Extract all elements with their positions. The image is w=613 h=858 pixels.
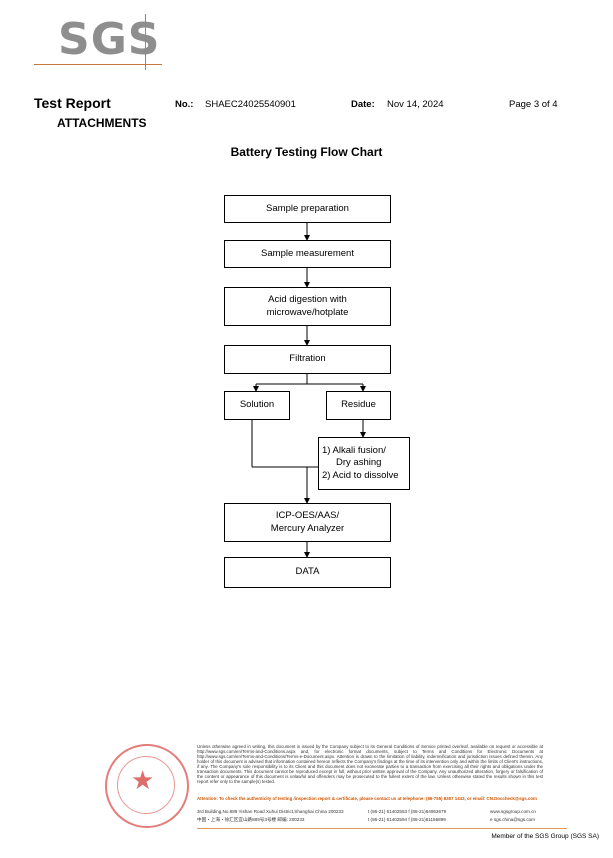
report-no-value: SHAEC24025540901 <box>205 99 296 110</box>
step-label-line2: Mercury Analyzer <box>270 522 345 534</box>
step-residue: Residue <box>326 391 391 420</box>
step-label: Solution <box>239 399 275 411</box>
inspection-seal-inner-ring <box>117 756 175 814</box>
address-english: 3rd Building,No.889 Yishan Road Xuhui Di… <box>197 809 344 814</box>
inspection-seal <box>105 744 189 828</box>
step-data: DATA <box>224 557 391 588</box>
footer-rule <box>197 828 567 829</box>
address-chinese: 中国・上海・徐汇区宜山路889号3号楼 邮编: 200233 <box>197 817 305 822</box>
seal-star-icon: ★ <box>131 765 155 795</box>
email-link[interactable]: e sgs.china@sgs.com <box>490 817 536 822</box>
sgs-logo: SGS <box>58 14 161 65</box>
report-title: Test Report <box>34 95 111 111</box>
phone-chinese: t (86-21) 61402594 f (86-21)61156899 <box>368 817 446 822</box>
step-label-line1: 1) Alkali fusion/ <box>322 444 386 456</box>
attachments-heading: ATTACHMENTS <box>57 116 147 130</box>
step-sample-preparation: Sample preparation <box>224 195 391 223</box>
step-label: Residue <box>341 399 376 411</box>
report-no-label: No.: <box>175 99 194 110</box>
page-indicator: Page 3 of 4 <box>509 99 558 110</box>
step-label: Filtration <box>289 353 326 365</box>
legal-disclaimer: Unless otherwise agreed in writing, this… <box>197 744 543 785</box>
step-label-line2: Dry ashing <box>336 457 382 469</box>
step-filtration: Filtration <box>224 345 391 374</box>
step-label-line1: ICP-OES/AAS/ <box>275 510 340 522</box>
step-label: Sample measurement <box>261 247 354 259</box>
member-statement: Member of the SGS Group (SGS SA) <box>491 833 599 840</box>
date-value: Nov 14, 2024 <box>387 99 444 110</box>
step-solution: Solution <box>224 391 290 420</box>
step-label-line2: microwave/hotplate <box>266 306 349 318</box>
step-label: DATA <box>295 566 320 578</box>
step-label-line3: 2) Acid to dissolve <box>322 469 399 481</box>
logo-rule-horizontal <box>34 64 162 65</box>
phone-english: t (86-21) 61402553 f (86-21)64953679 <box>368 809 447 814</box>
website-link[interactable]: www.sgsgroup.com.cn <box>490 809 536 814</box>
step-label: Sample preparation <box>266 202 349 214</box>
logo-rule-vertical <box>145 14 146 70</box>
step-acid-digestion: Acid digestion with microwave/hotplate <box>224 287 391 326</box>
step-label-line1: Acid digestion with <box>268 294 347 306</box>
step-sample-measurement: Sample measurement <box>224 240 391 268</box>
step-icp-analysis: ICP-OES/AAS/ Mercury Analyzer <box>224 503 391 542</box>
date-label: Date: <box>351 99 375 110</box>
step-residue-treatment: 1) Alkali fusion/ Dry ashing 2) Acid to … <box>318 437 410 490</box>
flow-chart-title: Battery Testing Flow Chart <box>230 145 383 159</box>
authenticity-notice: Attention: To check the authenticity of … <box>197 796 537 801</box>
